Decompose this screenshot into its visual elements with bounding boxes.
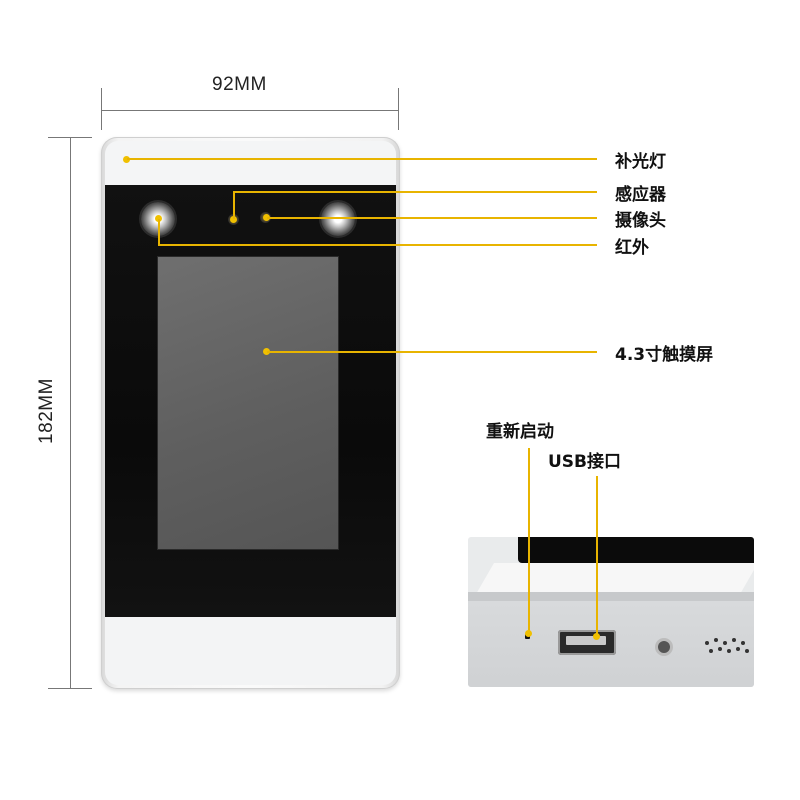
fill-light-label: 补光灯 xyxy=(615,152,666,172)
touchscreen-leader xyxy=(267,351,597,353)
fill-light-dot xyxy=(123,156,130,163)
sensor-label: 感应器 xyxy=(615,185,666,205)
speaker-hole xyxy=(714,638,718,642)
touchscreen xyxy=(158,257,338,549)
device-bottom-bezel xyxy=(105,617,396,685)
speaker-hole xyxy=(732,638,736,642)
camera-label: 摄像头 xyxy=(615,211,666,231)
microphone-hole xyxy=(658,641,670,653)
speaker-hole xyxy=(718,647,722,651)
width-dimension-right-tick xyxy=(398,88,399,130)
infrared-label: 红外 xyxy=(615,238,649,258)
height-dimension-label: 182MM xyxy=(36,378,57,444)
usb-port-inner xyxy=(566,636,606,645)
usb-port xyxy=(558,630,616,655)
height-dimension-line xyxy=(70,137,71,689)
speaker-hole xyxy=(705,641,709,645)
device-top-bezel xyxy=(105,141,396,185)
usb-port-callout-dot xyxy=(593,633,600,640)
reset-callout-dot xyxy=(525,630,532,637)
infrared-callout-dot xyxy=(155,215,162,222)
touchscreen-label: 4.3寸触摸屏 xyxy=(615,345,714,365)
fill-light-leader xyxy=(127,158,597,160)
reset-leader xyxy=(528,448,530,634)
usb-port-leader xyxy=(596,476,598,634)
touchscreen-callout-dot xyxy=(263,348,270,355)
infrared-leader xyxy=(158,244,597,246)
speaker-hole xyxy=(736,647,740,651)
camera-leader xyxy=(267,217,597,219)
width-dimension-left-tick xyxy=(101,88,102,130)
infrared-leader-vertical xyxy=(158,219,160,245)
usb-port-label: USB接口 xyxy=(548,452,622,472)
speaker-hole xyxy=(741,641,745,645)
speaker-hole xyxy=(727,649,731,653)
inset-black-panel xyxy=(518,537,754,563)
camera-callout-dot xyxy=(263,214,270,221)
infrared-light-right xyxy=(321,202,355,236)
reset-label: 重新启动 xyxy=(486,422,554,442)
sensor-leader-vertical xyxy=(233,192,235,219)
speaker-hole xyxy=(745,649,749,653)
inset-rim xyxy=(468,592,754,602)
sensor-callout-dot xyxy=(230,216,237,223)
speaker-hole xyxy=(709,649,713,653)
sensor-leader xyxy=(233,191,597,193)
speaker-hole xyxy=(723,641,727,645)
width-dimension-line xyxy=(101,110,399,111)
width-dimension-label: 92MM xyxy=(212,74,267,95)
bottom-ports-photo xyxy=(468,537,754,687)
